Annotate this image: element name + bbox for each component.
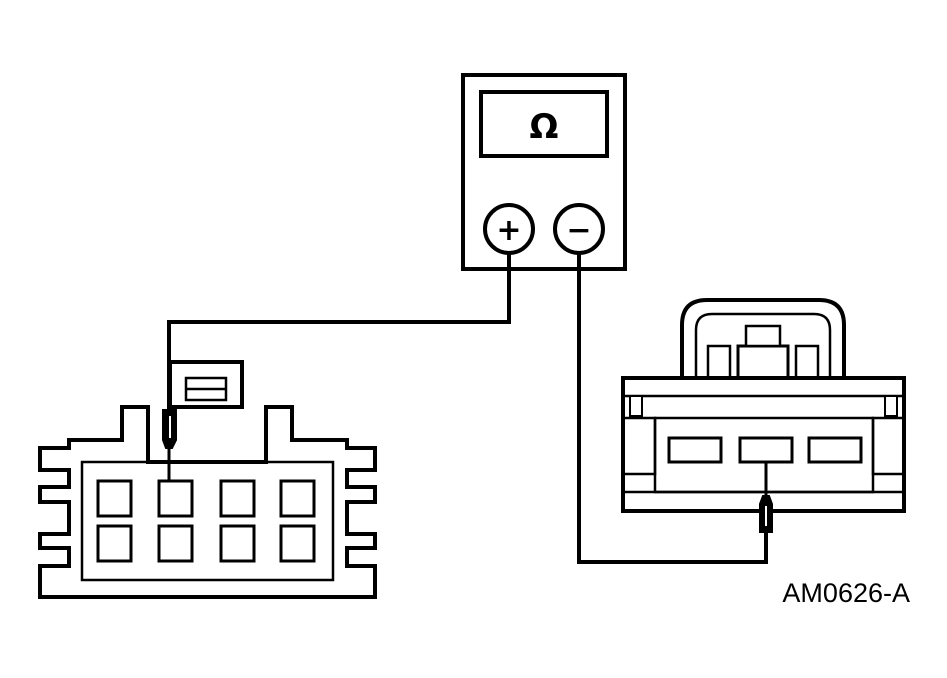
pin-cavity-2 [157,479,194,518]
ohm-symbol: Ω [530,107,559,147]
left-connector-housing [38,405,377,599]
pin-cavity-4 [279,479,316,518]
right-pin-cavity-3 [807,436,863,464]
right-pin-cavity-2 [738,436,794,464]
ohmmeter: Ω + − [461,73,627,271]
pin-cavity-7 [219,524,256,563]
pin-cavity-3 [219,479,256,518]
left-connector-pins [96,479,316,563]
left-connector-inner-frame [80,460,335,582]
figure-code: AM0626-A [782,578,910,608]
positive-terminal-label: + [496,213,521,248]
pin-cavity-1 [96,479,133,518]
right-connector-lock-tab-top [744,324,782,348]
right-connector-pins [667,436,863,464]
right-connector-lock-tab [736,344,790,380]
right-connector-side-left-lower [621,416,657,476]
right-connector [621,298,906,533]
right-connector-lock-inner [694,312,832,378]
pin-cavity-8 [279,524,316,563]
right-connector-side-right [884,395,898,417]
negative-terminal-label: − [566,213,591,248]
right-connector-lock-outer [680,298,846,378]
right-pin-cavity-1 [667,436,723,464]
ohmmeter-display [479,90,609,158]
right-connector-side-right-lower [871,416,906,476]
pin-cavity-6 [157,524,194,563]
left-connector [38,360,377,599]
negative-test-lead [577,253,768,564]
pin-cavity-5 [96,524,133,563]
right-connector-side-left [629,395,643,417]
